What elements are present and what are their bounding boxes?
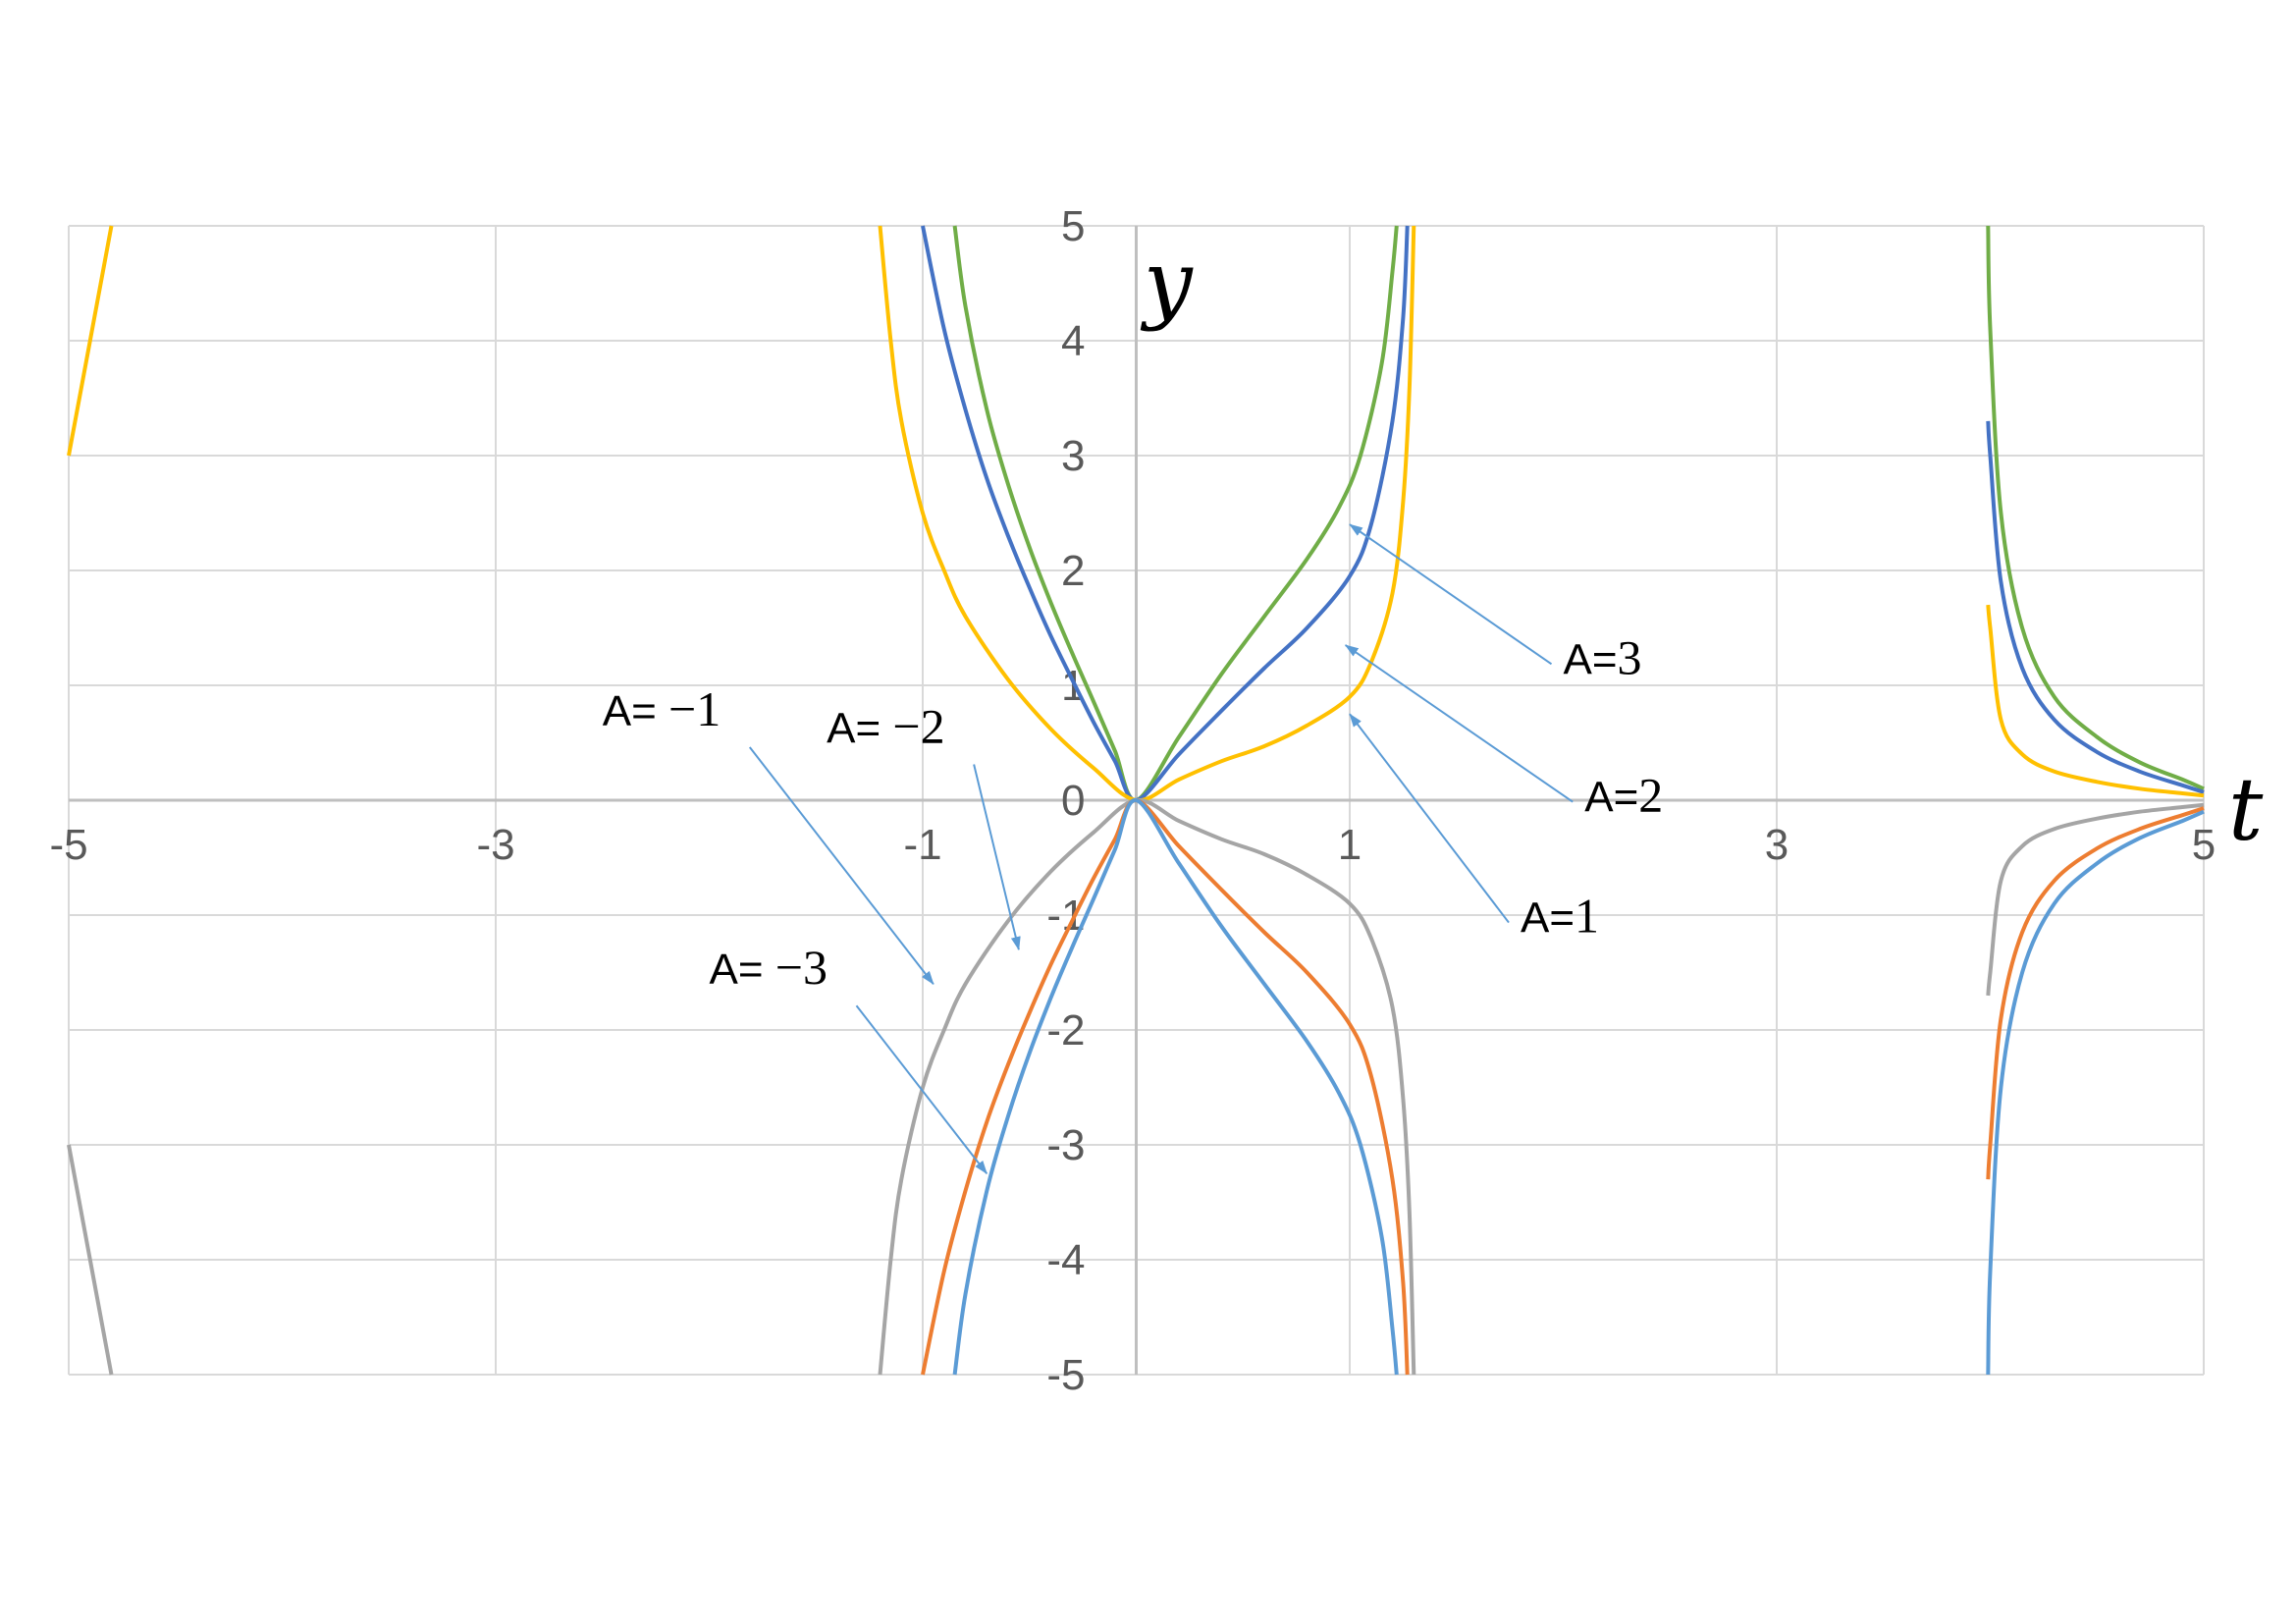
y-tick-label: 3 <box>1061 432 1085 480</box>
x-tick-label: 5 <box>2192 821 2216 869</box>
x-tick-label: -1 <box>903 821 941 869</box>
x-tick-label: -3 <box>476 821 514 869</box>
x-tick-label: -5 <box>49 821 87 869</box>
y-tick-label: -5 <box>1046 1351 1085 1399</box>
x-tick-label: 1 <box>1338 821 1362 869</box>
series-lines <box>67 225 2205 1376</box>
annotation-label: A= −3 <box>710 940 828 995</box>
series-Aneg1-line <box>878 797 1416 1376</box>
annotation-label: A=1 <box>1521 889 1599 944</box>
annotation-label: A=3 <box>1564 629 1642 684</box>
series-A2-line <box>1986 420 2205 794</box>
annotations: A=3A=2A=1 A= −1 A= −2 A= −3 <box>603 523 1663 1175</box>
series-Aneg3-line <box>952 798 1399 1376</box>
y-tick-label: -4 <box>1046 1236 1085 1284</box>
series-A3-line <box>1986 225 2205 791</box>
annotation-label: A= −1 <box>603 681 721 736</box>
series-A1-line <box>1986 604 2205 798</box>
annotation-arrow <box>973 764 1021 951</box>
y-tick-label: 2 <box>1061 547 1085 595</box>
annotation-arrow <box>1349 713 1510 924</box>
annotation-label: A= −2 <box>827 699 944 754</box>
y-tick-label: 0 <box>1061 777 1085 825</box>
annotation-arrow <box>1344 644 1574 803</box>
x-tick-label: 3 <box>1765 821 1789 869</box>
series-Aneg1-line <box>67 1144 114 1376</box>
annotation-arrow <box>1349 523 1553 666</box>
y-tick-label: 5 <box>1061 202 1085 250</box>
y-tick-label: -2 <box>1046 1006 1085 1055</box>
y-tick-label: 4 <box>1061 317 1085 365</box>
annotation-arrow <box>748 746 934 985</box>
series-Aneg2-line <box>1986 806 2205 1180</box>
series-A1-line <box>67 225 114 457</box>
series-A1-line <box>878 225 1416 803</box>
y-tick-label: -3 <box>1046 1121 1085 1169</box>
annotation-label: A=2 <box>1584 768 1663 823</box>
series-Aneg3-line <box>1986 809 2205 1376</box>
y-axis-title: y <box>1140 232 1194 333</box>
x-axis-title: t <box>2228 759 2264 860</box>
annotation-arrow <box>855 1004 988 1175</box>
series-Aneg1-line <box>1986 802 2205 997</box>
